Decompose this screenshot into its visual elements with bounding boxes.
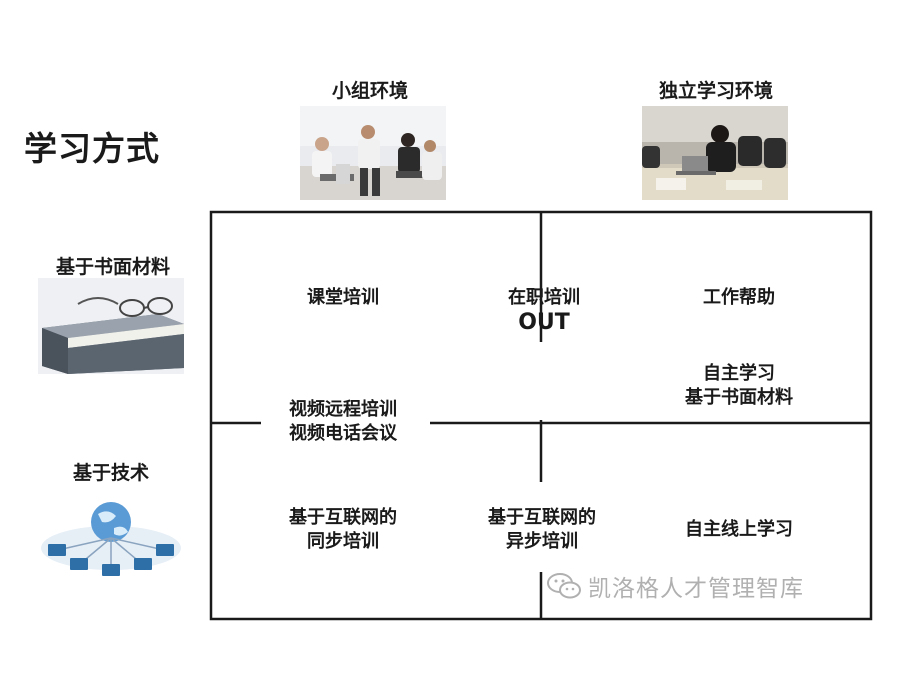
cell-line: 视频电话会议	[289, 423, 397, 444]
row-label-print: 基于书面材料	[55, 256, 170, 278]
cell-line: 异步培训	[506, 531, 578, 552]
page-title: 学习方式	[24, 129, 160, 168]
cell-line: 基于互联网的	[488, 507, 596, 528]
cell-line: 视频远程培训	[289, 399, 397, 420]
cell-classroom-training: 课堂培训	[307, 286, 379, 310]
cell-line: 自主学习	[703, 363, 775, 384]
group-meeting-photo	[300, 106, 446, 200]
cell-line: 工作帮助	[703, 287, 775, 308]
cell-online-self-study: 自主线上学习	[685, 518, 793, 542]
cell-line: 自主线上学习	[685, 519, 793, 540]
column-label-independent: 独立学习环境	[658, 80, 773, 102]
book-with-glasses-photo	[38, 278, 184, 374]
woman-at-laptop-photo	[642, 106, 788, 200]
watermark-text: 凯洛格人才管理智库	[588, 576, 804, 602]
cell-line: 基于互联网的	[289, 507, 397, 528]
network-computers-photo	[38, 488, 184, 578]
cell-job-aid: 工作帮助	[703, 286, 775, 310]
column-label-group: 小组环境	[331, 80, 408, 102]
watermark: 凯洛格人才管理智库	[546, 569, 804, 603]
cell-self-study-print: 自主学习 基于书面材料	[685, 362, 793, 410]
wechat-icon	[546, 572, 582, 600]
cell-line: 课堂培训	[307, 287, 379, 308]
cell-line: 基于书面材料	[685, 387, 793, 408]
cell-line: 同步培训	[307, 531, 379, 552]
cell-internet-async: 基于互联网的 异步培训	[488, 506, 596, 554]
cell-line: 在职培训	[508, 287, 580, 308]
cell-video-remote: 视频远程培训 视频电话会议	[289, 398, 397, 446]
row-label-technology: 基于技术	[72, 462, 149, 484]
cell-internet-sync: 基于互联网的 同步培训	[289, 506, 397, 554]
cell-on-the-job-training: 在职培训 OUT	[508, 286, 580, 336]
cell-line-out: OUT	[518, 310, 570, 335]
